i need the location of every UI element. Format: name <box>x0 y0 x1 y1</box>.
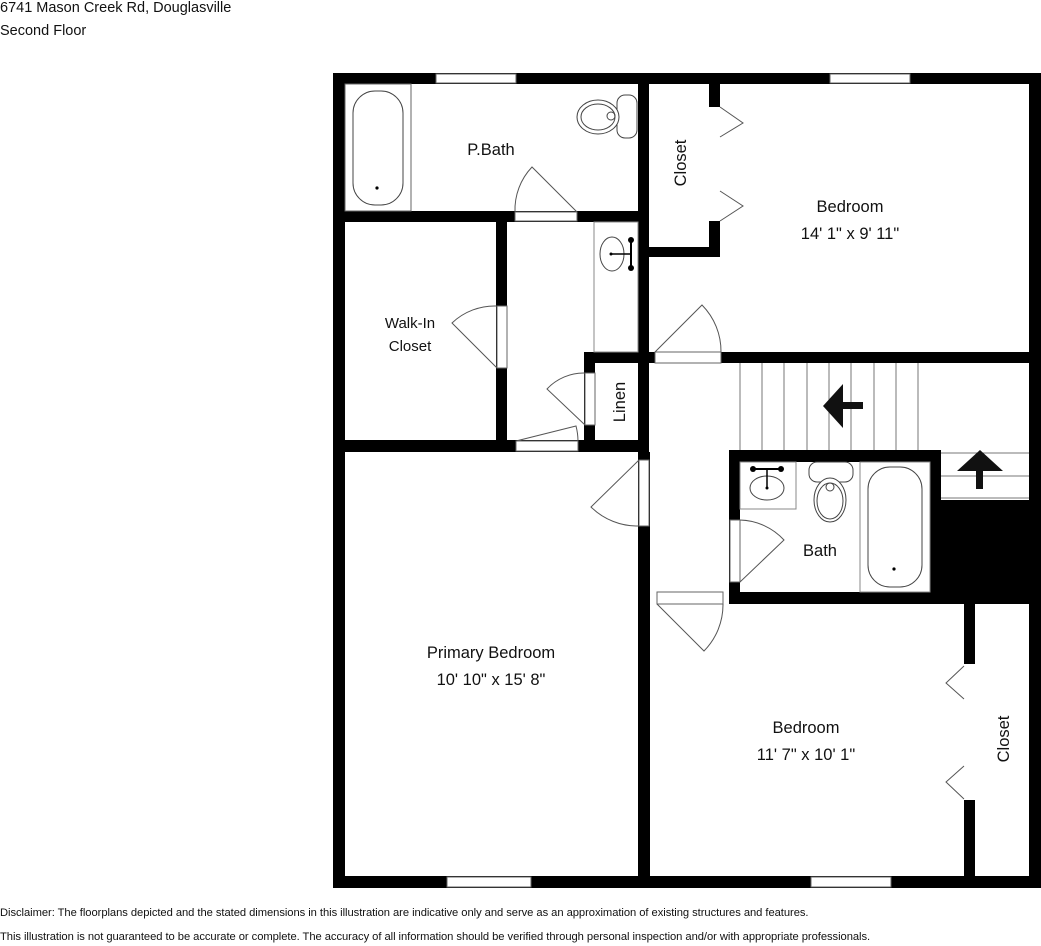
door-swing-bedroom-se <box>656 603 724 652</box>
room-label-bedroom-se: Bedroom <box>773 719 840 737</box>
bath-tub-frame <box>859 461 931 593</box>
door-gap-bath <box>729 519 741 583</box>
door-swing-hall <box>515 425 579 442</box>
pbath-tub-frame <box>344 83 412 212</box>
disclaimer-line-1: Disclaimer: The floorplans depicted and … <box>0 907 809 919</box>
door-swings <box>451 106 965 800</box>
wall-linen-top <box>584 352 649 363</box>
wall-closet-ne-top <box>709 73 720 107</box>
room-label-walkin-2: Closet <box>389 338 432 355</box>
wall-right <box>1029 73 1041 888</box>
door-gap-bedroom-ne <box>654 351 722 364</box>
wall-bottom <box>333 876 1041 888</box>
bathtub-icon-bath <box>867 466 923 588</box>
toilet-icon-pbath <box>576 94 638 139</box>
wall-top <box>333 73 1041 84</box>
fixtures <box>344 83 931 593</box>
toilet-icon-bath <box>808 461 854 523</box>
door-swing-linen <box>546 372 586 426</box>
wall-primary-right <box>638 452 650 888</box>
property-address: 6741 Mason Creek Rd, Douglasville <box>0 0 232 16</box>
door-swing-pbath <box>514 166 578 213</box>
room-label-walkin-1: Walk-In <box>385 315 435 332</box>
room-label-closet-se: Closet <box>995 715 1013 762</box>
room-label-linen: Linen <box>611 382 629 422</box>
wall-left <box>333 73 345 888</box>
room-dimensions-bedroom-ne: 14' 1" x 9' 11" <box>801 225 900 243</box>
wall-primary-top <box>333 440 649 452</box>
arrow-up-icon <box>957 450 1003 489</box>
wall-closet-se-bottom <box>964 800 975 888</box>
room-dimensions-primary-bedroom: 10' 10" x 15' 8" <box>437 671 546 689</box>
window-bedroom-se <box>810 876 892 888</box>
bathtub-icon-pbath <box>352 90 404 206</box>
disclaimer-line-2: This illustration is not guaranteed to b… <box>0 931 871 943</box>
wall-bath-top <box>729 450 941 462</box>
window-pbath <box>435 73 517 84</box>
door-gap-walkin <box>496 305 508 369</box>
wall-stairs-top <box>638 352 1041 363</box>
door-gap-hall-bottom <box>515 440 579 452</box>
room-dimensions-bedroom-se: 11' 7" x 10' 1" <box>757 746 856 764</box>
room-label-bath: Bath <box>803 542 837 560</box>
wall-closet-se-top <box>964 604 975 664</box>
wall-pbath-bottom <box>333 211 649 222</box>
door-openings <box>496 211 741 605</box>
bifold-closet-se-top <box>945 665 965 700</box>
door-gap-pbath <box>514 211 578 222</box>
wall-center-vertical-upper <box>638 73 649 453</box>
bifold-closet-se-bottom <box>945 765 965 800</box>
door-gap-bedroom-se <box>656 591 724 605</box>
door-gap-linen <box>584 372 596 426</box>
solid-chase <box>930 500 1041 604</box>
floor-label: Second Floor <box>0 23 87 39</box>
wall-closet-ne-floor <box>638 247 720 257</box>
bifold-closet-ne-top <box>719 106 744 138</box>
wall-closet-ne-bottom <box>709 221 720 257</box>
room-label-bedroom-ne: Bedroom <box>817 198 884 216</box>
windows <box>435 73 911 888</box>
door-swing-walkin <box>451 305 498 369</box>
window-bedroom-ne <box>829 73 911 84</box>
sink-icon-bath <box>749 466 785 501</box>
door-gap-primary <box>638 459 650 527</box>
door-swing-bedroom-ne <box>654 304 722 353</box>
room-label-primary-bedroom: Primary Bedroom <box>427 644 555 662</box>
walls <box>333 73 1041 888</box>
door-swing-bath <box>739 519 785 583</box>
bifold-closet-ne-bottom <box>719 190 744 222</box>
arrow-left-icon <box>823 384 863 428</box>
room-label-pbath: P.Bath <box>467 141 514 159</box>
sink-icon-hall <box>599 236 634 272</box>
room-label-closet-ne: Closet <box>672 139 690 186</box>
door-swing-primary <box>590 459 640 527</box>
window-primary <box>446 876 532 888</box>
